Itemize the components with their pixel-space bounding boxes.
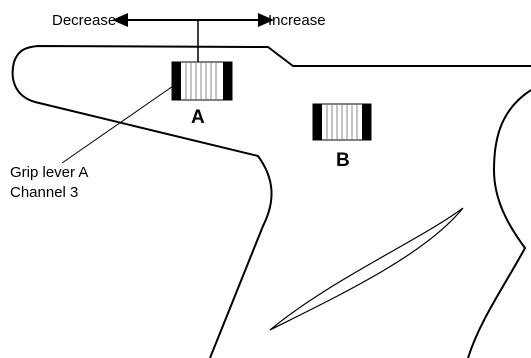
increase-arrow-head [258,13,274,27]
grip-lever-b [312,103,372,141]
increase-label: Increase [268,12,326,29]
grip-groove-curve [269,207,464,331]
decrease-arrow-head [112,13,128,27]
decrease-label: Decrease [52,12,117,29]
callout-line-2: Channel 3 [10,184,79,201]
lever-a-label: A [191,107,205,128]
callout-leader-line [61,83,177,164]
grip-lever-a [171,61,233,101]
lever-b-label: B [336,150,350,171]
grip-body-outline [11,45,531,358]
grip-inner-contour [467,89,531,358]
callout-line-1: Grip lever A [10,164,89,181]
